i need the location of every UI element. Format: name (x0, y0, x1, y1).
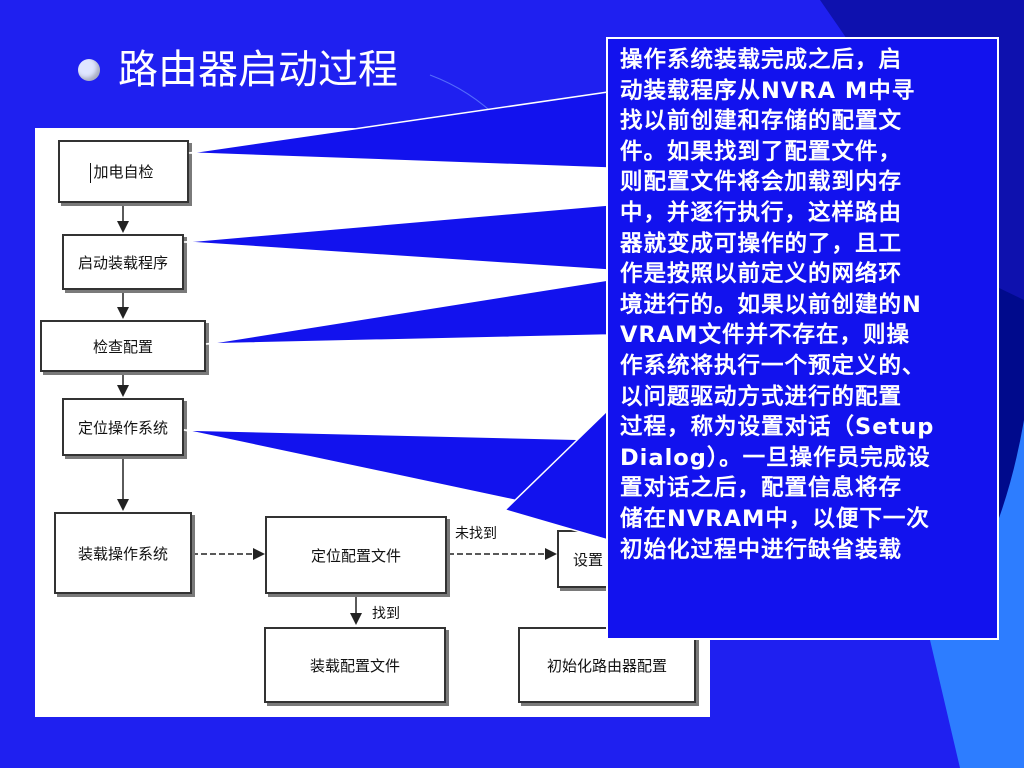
box-load-config-file: 装载配置文件 (264, 627, 446, 703)
box-power-on-self-test: 加电自检 (58, 140, 189, 203)
explanation-callout: 操作系统装载完成之后，启 动装载程序从NVRA M中寻 找以前创建和存储的配置文… (606, 37, 999, 640)
text-cursor (90, 163, 91, 183)
box-locate-config-file: 定位配置文件 (265, 516, 447, 594)
slide-title: 路由器启动过程 (118, 47, 398, 93)
callout-line: 则配置文件将会加载到内存 (620, 169, 903, 196)
callout-line: 过程，称为设置对话（Setup (620, 414, 935, 441)
pointer-power-on (188, 91, 609, 169)
edge-label-not-found: 未找到 (455, 526, 497, 542)
callout-line: 置对话之后，配置信息将存 (620, 475, 903, 502)
callout-line: 境进行的。如果以前创建的N (620, 291, 922, 318)
box-boot-loader: 启动装载程序 (62, 234, 184, 290)
pointer-check-config (205, 279, 609, 345)
box-check-config: 检查配置 (40, 320, 206, 372)
callout-line: 器就变成可操作的了，且工 (620, 230, 903, 257)
pointer-boot-loader (183, 204, 609, 271)
bullet-icon (78, 59, 100, 81)
callout-line: 中，并逐行执行，这样路由 (620, 199, 903, 226)
edge-label-found: 找到 (372, 606, 400, 622)
callout-line: 件。如果找到了配置文件， (620, 138, 903, 165)
box-locate-os: 定位操作系统 (62, 398, 184, 456)
callout-line: 作是按照以前定义的网络环 (620, 261, 903, 288)
callout-line: 找以前创建和存储的配置文 (620, 108, 903, 135)
title-row: 路由器启动过程 (78, 40, 398, 100)
box-load-os: 装载操作系统 (54, 512, 192, 594)
callout-line: 以问题驱动方式进行的配置 (620, 383, 903, 410)
callout-line: 作系统将执行一个预定义的、 (620, 352, 926, 379)
callout-line: 动装载程序从NVRA M中寻 (620, 77, 916, 104)
callout-line: 操作系统装载完成之后，启 (620, 47, 903, 73)
callout-line: 储在NVRAM中，以便下一次 (620, 505, 930, 532)
callout-line: VRAM文件并不存在，则操 (620, 322, 911, 349)
callout-line: Dialog）。一旦操作员完成设 (620, 444, 931, 471)
callout-line: 初始化过程中进行缺省装载 (620, 536, 903, 563)
